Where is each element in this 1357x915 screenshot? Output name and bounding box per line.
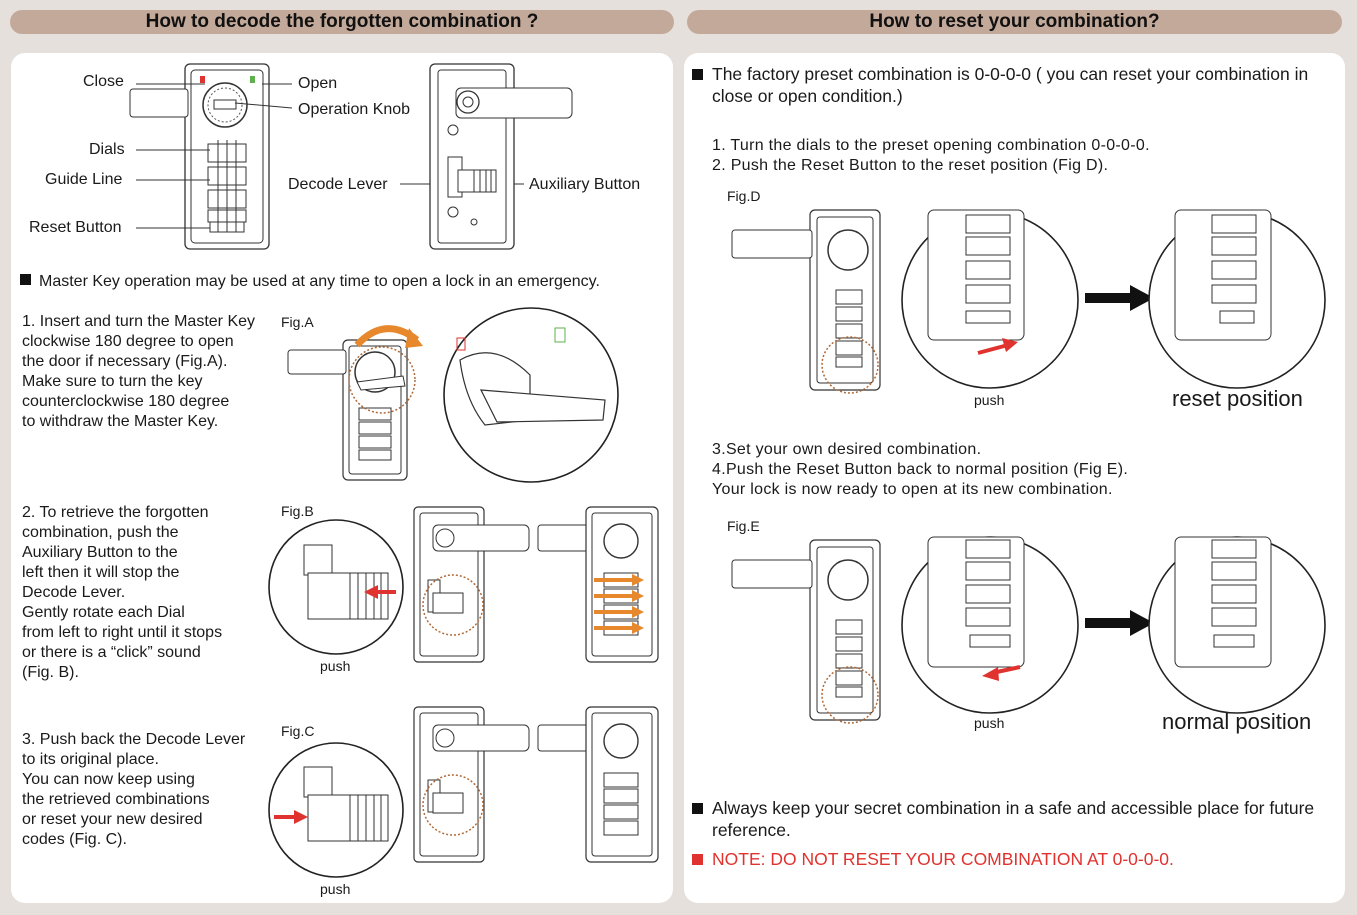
reset-steps-3-4: 3.Set your own desired combination. 4.Pu…: [712, 441, 1129, 498]
warning-note: NOTE: DO NOT RESET YOUR COMBINATION AT 0…: [692, 848, 1332, 870]
fig-c-label: Fig.C: [281, 723, 315, 739]
lock-back-diagram: [429, 63, 573, 250]
fig-e-push-label: push: [974, 715, 1005, 731]
right-section-header: How to reset your combination?: [687, 10, 1342, 34]
label-reset-button: Reset Button: [29, 219, 122, 236]
fig-c-push-label: push: [320, 881, 351, 897]
reset-steps-1-2: 1. Turn the dials to the preset opening …: [712, 137, 1150, 174]
label-auxiliary-button: Auxiliary Button: [529, 176, 641, 193]
fig-b-illustration: [268, 506, 659, 663]
fig-d-illustration: [731, 209, 1326, 394]
master-key-note: Master Key operation may be used at any …: [20, 273, 600, 291]
bullet-square-icon: [20, 274, 31, 285]
label-guide-line: Guide Line: [45, 171, 123, 188]
step-3-text: 3. Push back the Decode Lever to its ori…: [22, 731, 246, 848]
fig-d-label: Fig.D: [727, 188, 761, 204]
step-2-text: 2. To retrieve the forgotten combination…: [22, 504, 223, 681]
fig-b-push-label: push: [320, 658, 351, 674]
reset-position-caption: reset position: [1172, 386, 1303, 411]
bullet-square-icon: [692, 803, 703, 814]
label-close: Close: [83, 73, 124, 90]
fig-d-push-label: push: [974, 392, 1005, 408]
fig-b-label: Fig.B: [281, 503, 314, 519]
lock-front-diagram: [129, 63, 270, 250]
fig-a-illustration: [287, 307, 619, 483]
left-section-header: How to decode the forgotten combination …: [10, 10, 674, 34]
factory-preset-note: The factory preset combination is 0-0-0-…: [692, 63, 1332, 107]
warning-square-icon: [692, 854, 703, 865]
fig-e-illustration: [731, 536, 1326, 724]
fig-c-illustration: [268, 706, 659, 878]
fig-a-label: Fig.A: [281, 314, 314, 330]
label-dials: Dials: [89, 141, 125, 158]
normal-position-caption: normal position: [1162, 709, 1312, 734]
label-decode-lever: Decode Lever: [288, 176, 388, 193]
right-panel: [684, 53, 1345, 903]
label-open: Open: [298, 75, 338, 92]
step-1-text: 1. Insert and turn the Master Key clockw…: [22, 313, 256, 430]
keep-secret-note: Always keep your secret combination in a…: [692, 797, 1332, 841]
fig-e-label: Fig.E: [727, 518, 760, 534]
label-operation-knob: Operation Knob: [298, 101, 411, 118]
bullet-square-icon: [692, 69, 703, 80]
